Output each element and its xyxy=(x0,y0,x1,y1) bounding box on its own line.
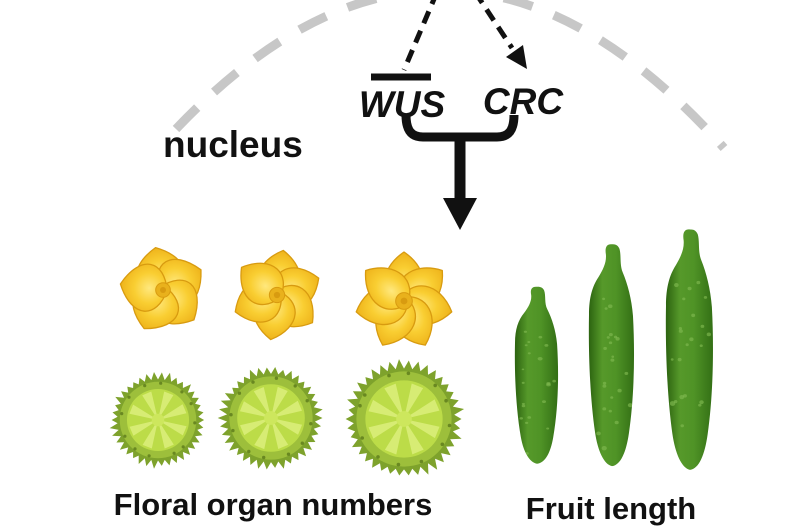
repression-dashed-line xyxy=(401,0,437,71)
rind-dot xyxy=(387,373,391,378)
carpel-segment xyxy=(253,387,271,418)
carpel-segment xyxy=(158,420,174,449)
rind-dot xyxy=(120,412,124,416)
cucumber-body xyxy=(514,286,559,464)
carpel-segment xyxy=(129,420,158,436)
cucumber-body xyxy=(665,229,713,470)
rind-dot xyxy=(286,452,291,456)
rind-dot xyxy=(406,371,411,376)
carpel-segment xyxy=(240,418,271,436)
carpel-segment xyxy=(158,391,174,420)
rind-dot xyxy=(433,383,437,388)
rind-dot xyxy=(247,449,251,454)
carpel-segment xyxy=(158,420,187,436)
flower-illustration xyxy=(119,247,202,330)
carpel-segment xyxy=(404,399,440,419)
carpel-segment xyxy=(368,419,404,439)
rind-dot xyxy=(181,445,185,449)
repression-edge-wus xyxy=(371,0,437,81)
nucleus-membrane-arc xyxy=(172,0,728,152)
cross-sections-group xyxy=(109,359,465,476)
cucumber-fruit xyxy=(514,286,559,464)
carpel-segment xyxy=(158,404,187,420)
carpel-segment xyxy=(239,401,271,418)
rind-dot xyxy=(127,395,131,399)
gene-label-crc: CRC xyxy=(482,81,564,122)
carpel-segment xyxy=(271,418,289,449)
carpel-segment xyxy=(142,391,158,420)
carpel-segment xyxy=(384,383,404,419)
rind-dot xyxy=(293,384,297,388)
convergence-bracket-arrow xyxy=(401,114,519,230)
rind-dot xyxy=(180,390,184,394)
section-core xyxy=(264,411,278,425)
flower-center-dot xyxy=(159,286,167,294)
cucumber-speckles xyxy=(669,280,712,428)
rind-dot xyxy=(147,454,151,458)
flower-center-dot xyxy=(273,291,281,299)
rind-dot xyxy=(358,403,362,408)
fruits-group xyxy=(514,229,713,470)
carpel-segment xyxy=(271,418,303,435)
carpel-segment xyxy=(254,418,271,450)
activation-dashed-line xyxy=(477,0,515,50)
cucumber-fruit xyxy=(665,229,713,470)
flower-center-dot xyxy=(400,297,408,305)
rind-dot xyxy=(189,402,193,406)
rind-dot xyxy=(447,423,452,428)
carpel-segment xyxy=(271,400,302,418)
section-core xyxy=(396,411,412,427)
rind-dot xyxy=(300,441,304,445)
cucumber-speckles xyxy=(596,297,633,451)
carpel-segment xyxy=(129,404,158,420)
rind-dot xyxy=(123,434,127,438)
carpel-segment xyxy=(404,383,424,419)
rind-dot xyxy=(159,381,163,385)
rind-dot xyxy=(237,391,242,395)
cucumber-body xyxy=(588,244,635,467)
fruit-length-caption: Fruit length xyxy=(525,491,697,526)
rind-dot xyxy=(419,459,424,464)
ovary-cross-section xyxy=(217,367,323,470)
cucumber-fruit xyxy=(588,244,635,467)
carpel-segment xyxy=(404,419,440,439)
rind-dot xyxy=(376,455,380,459)
rind-dot xyxy=(172,451,176,455)
nucleus-label: nucleus xyxy=(163,124,303,165)
rind-dot xyxy=(309,422,313,426)
rind-dot xyxy=(444,398,448,403)
carpel-segment xyxy=(368,399,404,419)
flower-illustration xyxy=(355,251,453,346)
ovary-cross-section xyxy=(345,359,465,476)
rind-dot xyxy=(274,376,279,380)
floral-organ-numbers-caption: Floral organ numbers xyxy=(113,487,433,522)
ovary-cross-section xyxy=(109,372,205,469)
flower-illustration xyxy=(234,249,320,341)
rind-dot xyxy=(229,413,233,417)
flower-petal xyxy=(119,263,168,312)
flowers-group xyxy=(119,247,453,346)
rind-dot xyxy=(305,399,309,403)
rind-dot xyxy=(133,447,137,451)
rind-dot xyxy=(363,393,367,397)
activation-edge-crc xyxy=(477,0,527,69)
rind-dot xyxy=(193,421,197,425)
rind-dot xyxy=(231,428,235,433)
gene-label-wus: WUS xyxy=(358,84,446,125)
rind-dot xyxy=(251,380,255,384)
section-core xyxy=(151,413,165,427)
carpel-segment xyxy=(404,419,424,455)
carpel-segment xyxy=(271,386,288,418)
rind-dot xyxy=(396,462,401,467)
carpel-segment xyxy=(384,419,404,455)
carpel-segment xyxy=(142,420,158,449)
rind-dot xyxy=(360,436,364,440)
activation-arrowhead-icon xyxy=(506,45,527,69)
output-arrowhead-icon xyxy=(443,198,477,230)
rind-dot xyxy=(262,455,266,460)
rind-dot xyxy=(143,384,147,388)
rind-dot xyxy=(440,442,445,447)
